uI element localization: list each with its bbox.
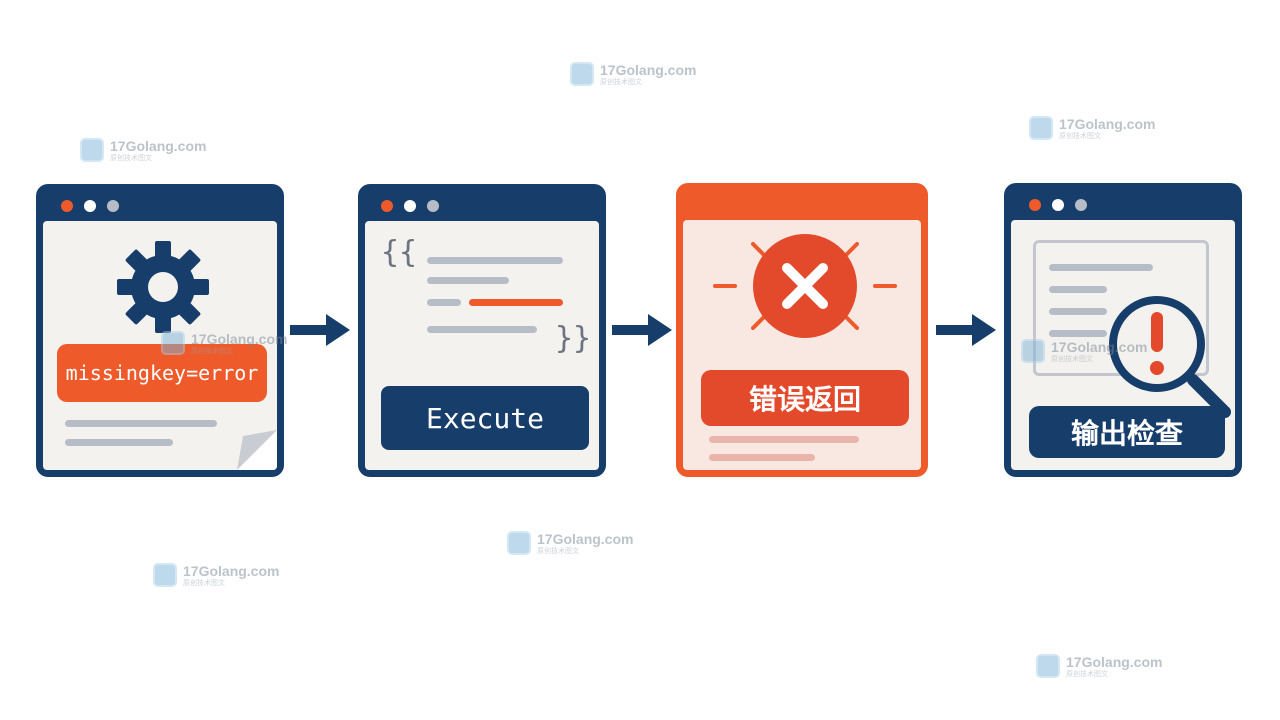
text-line [1049, 286, 1107, 293]
execute-label: Execute [381, 386, 589, 450]
code-brace-close: }} [555, 321, 592, 356]
error-x-icon [713, 234, 897, 338]
text-line [1049, 330, 1107, 337]
gear-icon [117, 241, 209, 333]
window-body: 错误返回 [683, 220, 921, 470]
window-dot-white [1052, 199, 1064, 211]
window-dot-red [61, 200, 73, 212]
text-line [1049, 308, 1107, 315]
watermark-logo-icon [1029, 116, 1053, 140]
step-error-card: 错误返回 [676, 183, 928, 477]
window-dot-white [84, 200, 96, 212]
window-body: {{ }} Execute [365, 221, 599, 470]
window-dot-red [1029, 199, 1041, 211]
watermark-logo-icon [1036, 654, 1060, 678]
window-titlebar [361, 187, 603, 221]
text-line [1049, 264, 1153, 271]
window-dot-red [381, 200, 393, 212]
step-config-card: missingkey=error [36, 184, 284, 477]
window-titlebar [679, 186, 925, 220]
error-return-label: 错误返回 [701, 370, 909, 426]
text-line [709, 436, 859, 443]
watermark-logo-icon [507, 531, 531, 555]
window-dot-gray [1075, 199, 1087, 211]
arrow-right-icon [936, 314, 996, 346]
window-titlebar [39, 187, 281, 221]
code-line-highlight [469, 299, 563, 306]
code-line [427, 257, 563, 264]
window-body: 输出检查 [1011, 220, 1235, 470]
window-body: missingkey=error [43, 221, 277, 470]
page-fold-corner [237, 430, 277, 470]
watermark-logo-icon [570, 62, 594, 86]
missingkey-option-label: missingkey=error [57, 344, 267, 402]
watermark-logo-icon [80, 138, 104, 162]
window-dot-gray [427, 200, 439, 212]
window-dot-gray [107, 200, 119, 212]
arrow-right-icon [612, 314, 672, 346]
code-line [427, 326, 537, 333]
output-check-label: 输出检查 [1029, 406, 1225, 458]
text-line [65, 420, 217, 427]
step-output-check-card: 输出检查 [1004, 183, 1242, 477]
text-line [709, 454, 815, 461]
window-dot-white [404, 200, 416, 212]
text-line [65, 439, 173, 446]
code-line [427, 299, 461, 306]
code-line [427, 277, 509, 284]
step-execute-card: {{ }} Execute [358, 184, 606, 477]
magnifier-alert-icon [1109, 296, 1231, 418]
arrow-right-icon [290, 314, 350, 346]
watermark-logo-icon [153, 563, 177, 587]
code-brace-open: {{ [381, 235, 418, 270]
window-titlebar [1007, 186, 1239, 220]
